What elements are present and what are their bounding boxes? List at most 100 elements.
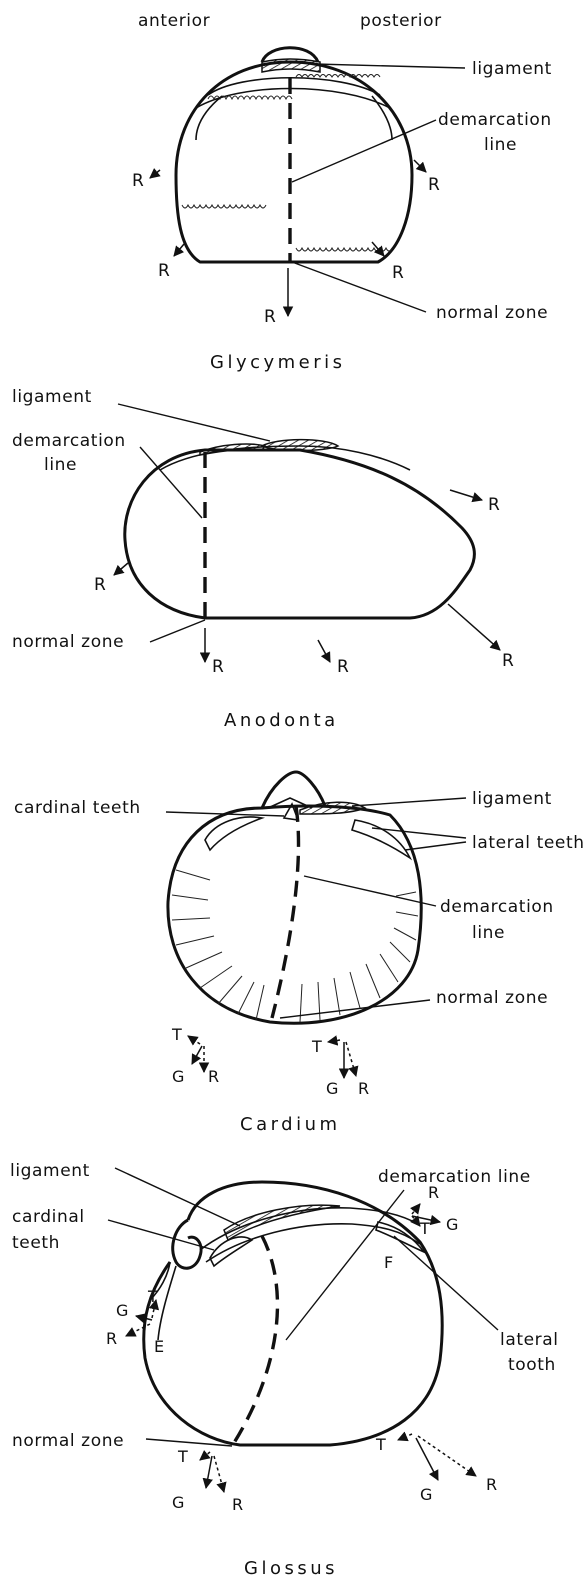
- glycymeris-demarcation-leader: [292, 120, 436, 182]
- cardium-ligament-leader: [352, 798, 466, 806]
- anodonta-growth-label: R: [488, 495, 500, 515]
- anodonta-growth-arrow: [318, 640, 330, 662]
- glossus-T-label: T: [147, 1287, 158, 1306]
- glycymeris-growth-label: R: [392, 263, 404, 283]
- cardium-demarcation-line: [272, 806, 299, 1018]
- glossus-R-vector: [412, 1204, 420, 1214]
- cardium-normal-zone-label: normal zone: [436, 988, 548, 1008]
- glycymeris-growth-label: R: [158, 261, 170, 281]
- glycymeris-growth-label: R: [428, 175, 440, 195]
- glycymeris-hinge-plate: [208, 78, 380, 95]
- glycymeris-ligament: [262, 59, 320, 72]
- glossus-R-vector: [126, 1324, 150, 1336]
- glossus-ligament: [224, 1205, 340, 1240]
- glycymeris-panel: anterior posterior ligament demarcation …: [132, 11, 552, 373]
- glossus-cardinal-teeth-label-1: cardinal: [12, 1207, 85, 1227]
- cardium-demarcation-label-1: demarcation: [440, 897, 554, 917]
- anodonta-demarcation-label-1: demarcation: [12, 431, 126, 451]
- glycymeris-ligament-leader: [315, 64, 465, 68]
- glossus-point-F: F: [384, 1253, 393, 1272]
- glycymeris-growth-arrow: [174, 244, 184, 256]
- glossus-T-vector: [200, 1452, 210, 1460]
- glossus-cardinal-teeth-label-2: teeth: [12, 1233, 60, 1253]
- anodonta-growth-label: R: [502, 651, 514, 671]
- glossus-R-label: R: [486, 1475, 497, 1494]
- glossus-ligament-leader: [115, 1168, 240, 1226]
- cardium-panel: cardinal teeth ligament lateral teeth de…: [14, 772, 583, 1135]
- anodonta-title: Anodonta: [224, 710, 339, 731]
- cardium-T-vector: [328, 1040, 340, 1042]
- glossus-cardinal-teeth-leader: [108, 1220, 214, 1250]
- glossus-demarcation-label: demarcation line: [378, 1167, 531, 1187]
- anodonta-panel: ligament demarcation line normal zone R …: [12, 387, 514, 731]
- glycymeris-growth-arrow: [414, 160, 426, 172]
- cardium-R-vector: [346, 1042, 356, 1076]
- cardium-T-label: T: [171, 1025, 182, 1044]
- glycymeris-demarcation-label-2: line: [484, 135, 517, 155]
- cardium-demarcation-leader: [304, 876, 436, 906]
- anodonta-ligament-leader: [118, 404, 270, 441]
- anodonta-ligament-label: ligament: [12, 387, 92, 407]
- glossus-ligament-label: ligament: [10, 1161, 90, 1181]
- glossus-G-label: G: [116, 1301, 128, 1320]
- glycymeris-crenulations: [182, 205, 392, 251]
- anodonta-demarcation-label-2: line: [44, 455, 77, 475]
- glossus-T-label: T: [177, 1447, 188, 1466]
- glossus-R-label: R: [106, 1329, 117, 1348]
- glossus-umbo: [173, 1220, 201, 1268]
- anodonta-shell-outline: [125, 450, 475, 618]
- glossus-G-label: G: [446, 1215, 458, 1234]
- glossus-G-vector: [416, 1438, 438, 1480]
- cardium-lateral-teeth-leader: [405, 842, 466, 850]
- glossus-lateral-tooth-label-1: lateral: [500, 1330, 559, 1350]
- cardium-normal-zone-leader: [280, 1000, 430, 1018]
- glossus-R-label: R: [232, 1495, 243, 1514]
- glossus-lateral-tooth-leader: [394, 1236, 498, 1330]
- glossus-point-E: E: [154, 1337, 164, 1356]
- anodonta-ligament: [262, 440, 338, 451]
- cardium-umbo: [262, 772, 325, 808]
- posterior-label: posterior: [360, 11, 442, 31]
- cardium-lateral-teeth-label: lateral teeth: [472, 833, 583, 853]
- glossus-R-vector: [214, 1456, 224, 1492]
- glycymeris-demarcation-label-1: demarcation: [438, 110, 552, 130]
- cardium-cardinal-teeth-label: cardinal teeth: [14, 798, 141, 818]
- glossus-T-label: T: [419, 1219, 430, 1238]
- cardium-R-label: R: [208, 1067, 219, 1086]
- cardium-ligament-label: ligament: [472, 789, 552, 809]
- cardium-lateral-tooth-posterior: [352, 820, 410, 858]
- cardium-lateral-teeth-leader: [372, 828, 466, 838]
- glossus-normal-zone-label: normal zone: [12, 1431, 124, 1451]
- cardium-lateral-tooth-anterior: [205, 817, 262, 850]
- anodonta-normal-zone-leader: [150, 620, 205, 642]
- cardium-G-label: G: [172, 1067, 184, 1086]
- glycymeris-normal-zone-leader: [292, 262, 426, 312]
- cardium-T-label: T: [311, 1037, 322, 1056]
- glossus-title: Glossus: [244, 1558, 338, 1579]
- cardium-G-vector: [192, 1046, 202, 1064]
- glossus-G-vector: [206, 1456, 212, 1488]
- glossus-T-vector: [398, 1434, 412, 1440]
- glycymeris-growth-arrow: [150, 170, 160, 178]
- cardium-demarcation-label-2: line: [472, 923, 505, 943]
- cardium-R-label: R: [358, 1079, 369, 1098]
- glossus-demarcation-line: [232, 1236, 277, 1446]
- glossus-T-label: T: [375, 1435, 386, 1454]
- anodonta-growth-arrow: [448, 604, 500, 650]
- glycymeris-normal-zone-label: normal zone: [436, 303, 548, 323]
- anodonta-growth-label: R: [94, 575, 106, 595]
- glycymeris-ligament-label: ligament: [472, 59, 552, 79]
- glycymeris-growth-label: R: [132, 171, 144, 191]
- anterior-label: anterior: [138, 11, 210, 31]
- cardium-G-label: G: [326, 1079, 338, 1098]
- cardium-title: Cardium: [240, 1114, 341, 1135]
- glossus-shell-outline: [144, 1182, 442, 1445]
- glossus-lateral-tooth-label-2: tooth: [508, 1355, 556, 1375]
- anodonta-growth-label: R: [337, 657, 349, 677]
- anodonta-normal-zone-label: normal zone: [12, 632, 124, 652]
- glossus-G-label: G: [420, 1485, 432, 1504]
- glossus-G-label: G: [172, 1493, 184, 1512]
- glossus-R-vector: [418, 1436, 476, 1476]
